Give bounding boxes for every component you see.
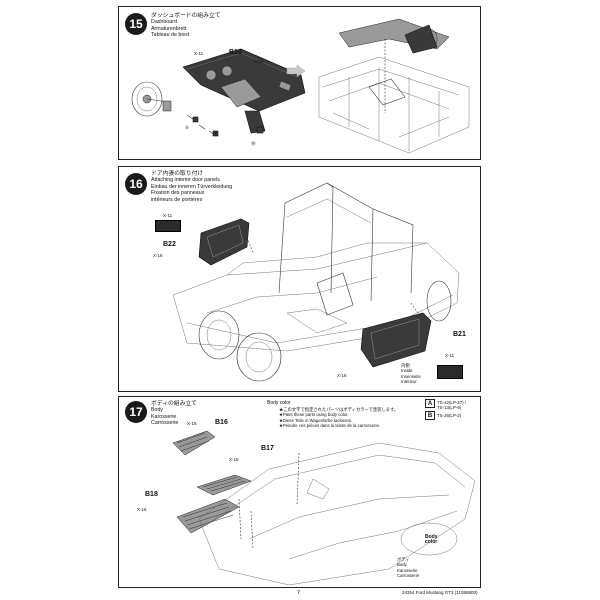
step-15-title: ダッシュボードの組み立て Dashboard Armaturenbrett Ta… bbox=[151, 13, 221, 39]
step-16-title-jp: ドア内張の取り付け bbox=[151, 171, 204, 177]
legend-b-box: B bbox=[425, 411, 435, 420]
step-17-title-en: Body bbox=[151, 407, 164, 414]
step-15-panel: 15 ダッシュボードの組み立て Dashboard Armaturenbrett… bbox=[118, 6, 481, 160]
step-15-title-en: Dashboard bbox=[151, 19, 177, 26]
part-b21-label: B21 bbox=[453, 331, 466, 338]
legend-b-text: TS-26(LP-2) bbox=[437, 413, 462, 418]
footer-product-code: 24354 Ford Mustang GT3 (11058800) bbox=[402, 590, 478, 595]
part-b16-label: B16 bbox=[215, 419, 228, 426]
x16-bottom-label: X-16 bbox=[337, 373, 347, 378]
body-fr: Carrosserie bbox=[397, 572, 420, 578]
inside-clip-icon bbox=[437, 365, 463, 379]
paint-note-jp: ★この文字で指定されたパーツはボディカラーで塗装します。 bbox=[279, 407, 399, 412]
chassis-dashboard-illustration bbox=[318, 18, 470, 154]
inside-de: Innenseite bbox=[401, 373, 421, 379]
legend-a-line-1: TS-42(LP-27) / bbox=[437, 400, 467, 405]
part-18-label: ⑱ bbox=[251, 141, 256, 146]
inside-fr: Intérieur bbox=[401, 378, 417, 384]
side-body-color-2: color bbox=[425, 539, 438, 546]
step-16-number: 16 bbox=[125, 173, 147, 195]
side-body-color: Body color bbox=[425, 534, 438, 546]
page-number: 7 bbox=[297, 590, 301, 596]
part-b22-label: B22 bbox=[163, 241, 176, 248]
x16-b-label: X-16 bbox=[229, 457, 239, 462]
step-15-title-de: Armaturenbrett bbox=[151, 25, 187, 32]
step-17-title-jp: ボディの組み立て bbox=[151, 401, 197, 407]
body-en: Body bbox=[397, 562, 407, 568]
body-de: Karosserie bbox=[397, 567, 418, 573]
part-b18-label: B18 bbox=[145, 491, 158, 498]
body-label: ボディ Body Karosserie Carrosserie bbox=[397, 557, 419, 578]
step-16-title: ドア内張の取り付け Attaching interior door panels… bbox=[151, 171, 232, 203]
arrow-icon bbox=[286, 64, 306, 78]
inside-label: 内側 Inside Innenseite Intérieur bbox=[401, 363, 421, 384]
right-door-panel-illustration bbox=[360, 312, 432, 368]
step-16-title-fr: Fixation des panneaux bbox=[151, 190, 205, 197]
door-clip-icon bbox=[155, 220, 181, 232]
step-16-panel: 16 ドア内張の取り付け Attaching interior door pan… bbox=[118, 166, 481, 392]
part-b17-label: B17 bbox=[261, 445, 274, 452]
legend-a-text: TS-42(LP-27) / TS-13(LP-9) bbox=[437, 400, 466, 410]
part-b18-illustration bbox=[176, 498, 240, 534]
step-17-number: 17 bbox=[125, 401, 147, 423]
step-16-title-de: Einbau der inneren Türverkleidung bbox=[151, 183, 233, 190]
step-16-title-fr-2: intérieurs de portières bbox=[151, 196, 203, 203]
left-door-panel-illustration bbox=[198, 218, 254, 266]
step-17-title-fr: Carrosserie bbox=[151, 420, 179, 427]
x11-label: X-11 bbox=[194, 51, 204, 56]
part-b16-illustration bbox=[172, 430, 216, 456]
paint-note-fr: ★Peindre ces pièces dans la teinte de la… bbox=[279, 422, 381, 428]
x16-a-label: X-16 bbox=[187, 421, 197, 426]
x16-left-label: X-16 bbox=[153, 253, 163, 258]
step-16-title-en: Attaching interior door panels bbox=[151, 177, 220, 184]
body-color-heading: Body color bbox=[267, 400, 291, 406]
steering-wheel-illustration bbox=[131, 81, 172, 117]
step-17-panel: 17 ボディの組み立て Body Karosserie Carrosserie … bbox=[118, 396, 481, 588]
side-body-color-1: Body bbox=[425, 534, 438, 540]
inside-en: Inside bbox=[401, 368, 413, 374]
inside-jp: 内側 bbox=[401, 363, 410, 368]
step-15-number: 15 bbox=[125, 13, 147, 35]
car-rollcage-illustration bbox=[172, 182, 460, 382]
car-body-illustration bbox=[198, 442, 476, 586]
paint-note-en: ★Paint these parts using body color. bbox=[279, 412, 349, 418]
step-15-title-jp: ダッシュボードの組み立て bbox=[151, 13, 221, 19]
step-17-title-de: Karosserie bbox=[151, 413, 177, 420]
legend-a-box: A bbox=[425, 399, 435, 408]
x16-c-label: X-16 bbox=[137, 507, 147, 512]
part-4-label: ④ bbox=[213, 131, 218, 136]
x11-top-label: X-11 bbox=[163, 213, 173, 218]
part-b17-illustration bbox=[196, 474, 252, 496]
legend-a-line-2: TS-13(LP-9) bbox=[437, 405, 462, 410]
part-5-label: ⑤ bbox=[185, 125, 190, 130]
paint-note: ★この文字で指定されたパーツはボディカラーで塗装します。 ★Paint thes… bbox=[279, 407, 398, 428]
body-jp: ボディ bbox=[397, 557, 410, 562]
part-b10-label: B10 bbox=[229, 49, 242, 56]
x16-label: X-16 bbox=[254, 59, 264, 64]
paint-note-de: ★Diese Teile in Wagenfarbe lackieren. bbox=[279, 417, 353, 423]
x11-right-label: X-11 bbox=[445, 353, 455, 358]
step-17-title: ボディの組み立て Body Karosserie Carrosserie bbox=[151, 401, 197, 427]
screws-illustration bbox=[186, 114, 264, 137]
step-15-title-fr: Tableau de bord bbox=[151, 32, 189, 39]
